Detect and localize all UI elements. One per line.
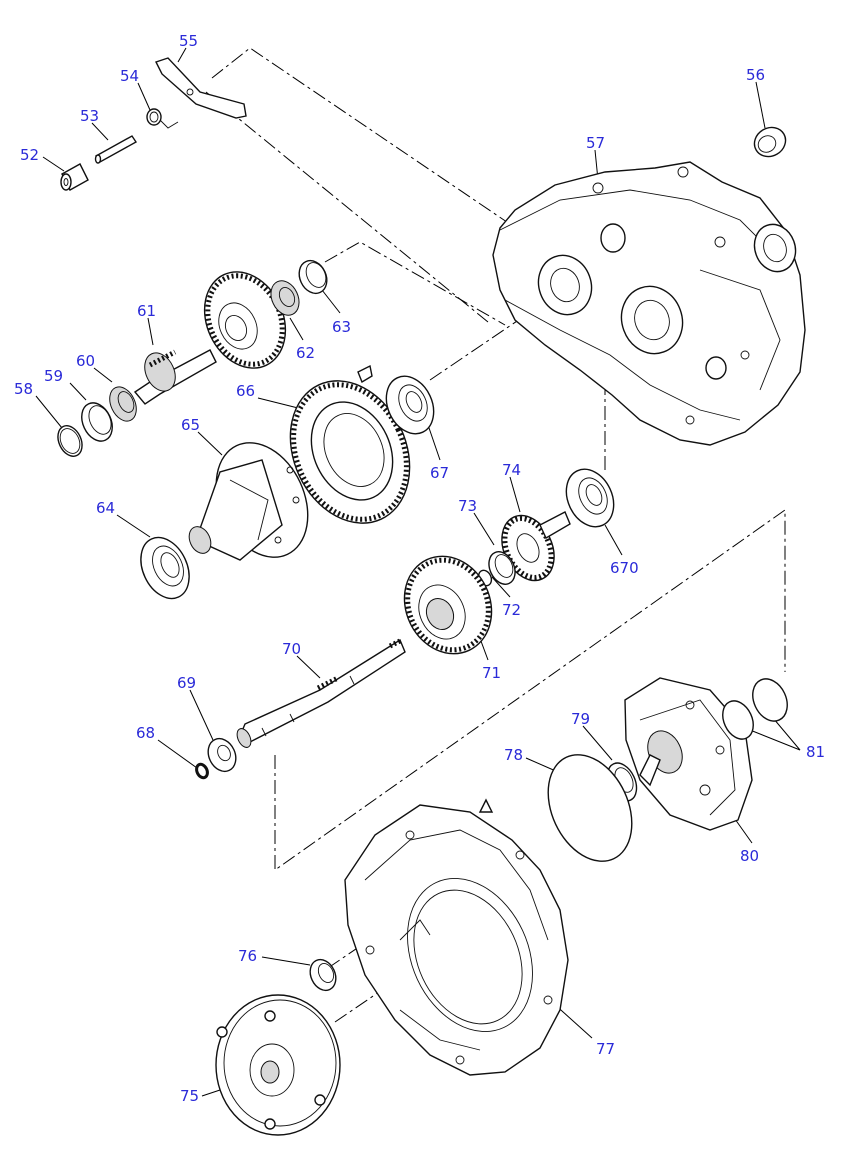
callout-72: 72 [502, 601, 521, 619]
part-78-gasket-ring [547, 754, 633, 862]
part-67-bearing [385, 375, 435, 435]
part-52-bushing [60, 163, 89, 191]
part-57-transmission-case [492, 161, 806, 446]
callout-71: 71 [482, 664, 501, 682]
part-670-bearing [565, 468, 615, 528]
callout-54: 54 [120, 67, 139, 85]
callout-65: 65 [181, 416, 200, 434]
callout-63: 63 [332, 318, 351, 336]
callout-75: 75 [180, 1087, 199, 1105]
callout-80: 80 [740, 847, 759, 865]
part-65-differential-case [188, 442, 309, 561]
part-73-thrust-washer [488, 551, 516, 585]
part-69-washer [207, 737, 237, 773]
part-56-seal [753, 126, 787, 158]
callout-74: 74 [502, 461, 521, 479]
callout-56: 56 [746, 66, 765, 84]
callout-60: 60 [76, 352, 95, 370]
part-58-snap-ring [57, 425, 83, 457]
callout-59: 59 [44, 367, 63, 385]
part-55-shift-lever [155, 57, 247, 119]
part-60-bearing-cone [109, 386, 137, 422]
callout-55: 55 [179, 32, 198, 50]
callout-62: 62 [296, 344, 315, 362]
callout-53: 53 [80, 107, 99, 125]
callout-70: 70 [282, 640, 301, 658]
part-74-output-gear [501, 511, 571, 582]
callout-67: 67 [430, 464, 449, 482]
callout-58: 58 [14, 380, 33, 398]
part-64-bearing [140, 536, 190, 600]
callout-73: 73 [458, 497, 477, 515]
part-62-bearing [270, 280, 300, 316]
part-59-bearing-cup [81, 402, 113, 442]
callout-66: 66 [236, 382, 255, 400]
callout-labels: 52 53 54 55 56 57 58 59 60 61 62 63 64 6… [14, 32, 825, 1105]
part-68-o-ring [195, 762, 209, 780]
callout-77: 77 [596, 1040, 615, 1058]
part-53-pin [94, 135, 138, 164]
callout-68: 68 [136, 724, 155, 742]
callout-670: 670 [610, 559, 639, 577]
callout-81: 81 [806, 743, 825, 761]
part-63-bearing-race [298, 259, 328, 295]
part-70-input-shaft [236, 637, 406, 748]
part-54-spring [146, 108, 179, 129]
callout-64: 64 [96, 499, 115, 517]
part-71-drum [403, 555, 493, 655]
callout-69: 69 [177, 674, 196, 692]
callout-52: 52 [20, 146, 39, 164]
part-76-seal [309, 958, 337, 992]
callout-61: 61 [137, 302, 156, 320]
part-66-ring-gear [289, 364, 411, 524]
callout-79: 79 [571, 710, 590, 728]
callout-57: 57 [586, 134, 605, 152]
part-80-oil-pump [624, 677, 753, 831]
callout-76: 76 [238, 947, 257, 965]
part-81-o-rings [722, 678, 788, 740]
part-77-converter-housing [344, 798, 569, 1076]
part-75-torque-converter [215, 994, 341, 1136]
part-61-pinion-shaft [133, 271, 287, 405]
callout-78: 78 [504, 746, 523, 764]
